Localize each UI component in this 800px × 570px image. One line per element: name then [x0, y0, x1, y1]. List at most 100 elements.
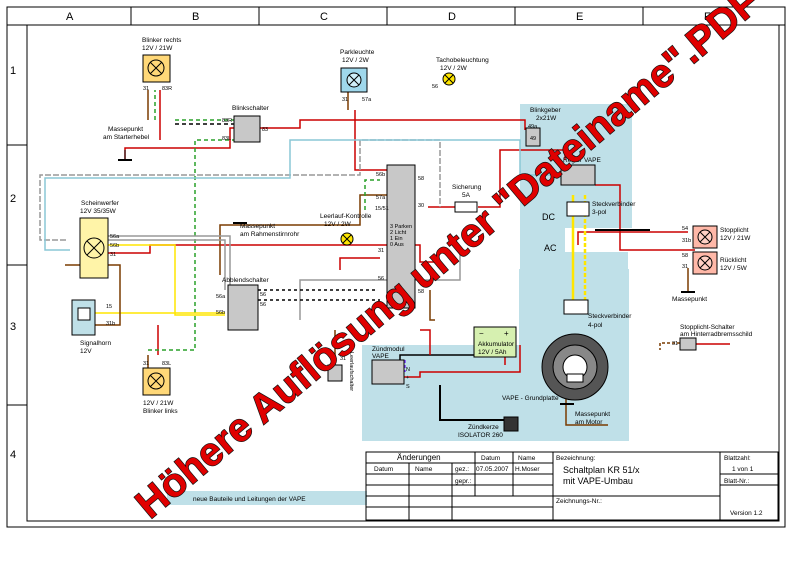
zuendmodul: Zündmodul VAPE N + S: [371, 346, 410, 390]
parkleuchte-label: Parkleuchte: [340, 49, 375, 56]
leerlaufschalter: 31 Leerlaufschalter: [327, 352, 354, 391]
tb-aenderungen: Änderungen: [397, 453, 441, 462]
tb-gez: gez.:: [455, 466, 469, 473]
scheinwerfer-label: Scheinwerfer: [81, 200, 120, 207]
column-label-e: E: [576, 11, 583, 23]
zuendmodul-n: N: [406, 367, 410, 373]
leerlaufschalter-label: Leerlaufschalter: [348, 352, 354, 391]
signalhorn-t2: 31b: [106, 321, 115, 327]
signalhorn-label: Signalhorn: [80, 340, 111, 347]
signalhorn: Signalhorn 12V 15 31b: [71, 299, 115, 355]
massepunkt-starter-label: Massepunkt: [108, 126, 143, 133]
blinkgeber-t1: 49a: [528, 124, 538, 130]
hs-t57a: 57a: [376, 195, 386, 201]
ruecklicht: Rücklicht 12V / 5W 58 31: [682, 251, 748, 275]
title-block-text: Änderungen Datum Name Datum Name gez.: 0…: [374, 453, 763, 517]
column-label-a: A: [66, 11, 74, 23]
ruecklicht-rating: 12V / 5W: [720, 265, 748, 272]
hs-t56b: 56b: [376, 172, 385, 178]
wiring: [39, 88, 730, 426]
massepunkt-rahmen: Massepunkt am Rahmenstirnrohr: [233, 222, 300, 238]
blinkgeber: Blinkgeber 2x21W 49a 49: [525, 107, 562, 147]
leerlaufschalter-t1: 31: [340, 356, 346, 362]
blinker-links-label: Blinker links: [143, 408, 178, 415]
steckverbinder-3pol: Steckverbinder 3-pol: [566, 201, 636, 217]
blinkschalter-t1: 83R: [222, 118, 232, 124]
zuendkerze: Zündkerze ISOLATOR 260: [458, 416, 519, 439]
massepunkt-rahmen-sub: am Rahmenstirnrohr: [240, 231, 300, 238]
legend: neue Bauteile und Leitungen der VAPE: [167, 491, 367, 505]
blinker-links-t2: 83L: [162, 361, 171, 367]
tb-zeichnungs-nr: Zeichnungs-Nr.:: [556, 498, 602, 505]
hs-t31: 31: [378, 248, 384, 254]
tb-name2: Name: [518, 455, 536, 462]
zuendmodul-sub: VAPE: [372, 353, 390, 360]
hs-t58: 58: [418, 176, 424, 182]
tb-gez-name: H.Moser: [515, 466, 540, 473]
blinker-rechts-t1: 31: [143, 86, 149, 92]
signalhorn-rating: 12V: [80, 348, 92, 355]
blinkgeber-label: Blinkgeber: [530, 107, 562, 114]
akku-label: Akkumulator: [478, 341, 515, 348]
regler-label: Regler VAPE: [563, 157, 601, 164]
column-label-f: F: [704, 11, 711, 23]
hs-note1: 3 Parken: [390, 224, 412, 230]
stopplicht-schalter: Stopplicht-Schalter am Hinterradbremssch…: [672, 324, 753, 351]
scheinwerfer-rating: 12V 35/35W: [80, 208, 117, 215]
massepunkt-motor: Massepunkt am Motor: [560, 403, 610, 426]
blinkschalter-label: Blinkschalter: [232, 105, 270, 112]
sls-sub: am Hinterradbremsschild: [680, 331, 753, 338]
blinkgeber-rating: 2x21W: [536, 115, 557, 122]
blinkschalter-t3: 83: [262, 127, 268, 133]
leerlauf-kontrolle: Leerlauf-Kontrolle 12V / 2W: [320, 213, 372, 246]
scheinwerfer: Scheinwerfer 12V 35/35W 56a 56b 31: [79, 200, 120, 279]
row-label-1: 1: [10, 65, 16, 77]
row-ruler: 1 2 3 4: [7, 65, 27, 461]
blinkgeber-t2: 49: [530, 136, 536, 142]
blinker-links: 31 83L 12V / 21W Blinker links: [142, 361, 178, 415]
tb-datum: Datum: [374, 466, 393, 473]
akku-minus: −: [479, 329, 484, 338]
massepunkt-motor-sub: am Motor: [575, 419, 603, 426]
tacho-t1: 56: [432, 84, 438, 90]
abblend-t4: 56: [260, 302, 266, 308]
tb-datum2: Datum: [481, 455, 500, 462]
abblend-t3: 56: [260, 292, 266, 298]
zuendmodul-label: Zündmodul: [372, 346, 405, 353]
abblend-label: Abblendschalter: [222, 277, 269, 284]
stv3-label: Steckverbinder: [592, 201, 636, 208]
hs-note3: 1 Ein: [390, 236, 403, 242]
legend-text: neue Bauteile und Leitungen der VAPE: [193, 496, 306, 503]
zuendkerze-label: Zündkerze: [468, 424, 499, 431]
parkleuchte-t1: 31: [342, 97, 348, 103]
hs-note4: 0 Aus: [390, 242, 404, 248]
massepunkt-starter-sub: am Starterhebel: [103, 134, 150, 141]
tb-bezeichnung: Bezeichnung:: [556, 455, 596, 462]
blinker-rechts: Blinker rechts 12V / 21W 31 83R: [142, 37, 182, 92]
steckverbinder-4pol: Steckverbinder 4-pol: [563, 299, 632, 329]
stv3-sub: 3-pol: [592, 209, 607, 216]
sls-label: Stopplicht-Schalter: [680, 324, 735, 331]
abblend-t2: 56b: [216, 310, 225, 316]
sls-t1: 31: [672, 341, 678, 347]
hs-t15: 15/51: [375, 206, 389, 212]
column-label-d: D: [448, 11, 456, 23]
ruecklicht-t1: 58: [682, 253, 688, 259]
leerlauf-rating: 12V / 2W: [324, 221, 352, 228]
akku-rating: 12V / 5Ah: [478, 349, 507, 356]
regler-vape: Regler VAPE DC AC: [542, 157, 601, 253]
blinker-links-t1: 31: [143, 361, 149, 367]
tacho-label: Tachobeleuchtung: [436, 57, 489, 64]
stopplicht-rating: 12V / 21W: [720, 235, 751, 242]
tb-titel2: mit VAPE-Umbau: [563, 476, 633, 486]
title-block: [365, 451, 779, 521]
massepunkt-f-label: Massepunkt: [672, 296, 707, 303]
massepunkt-rahmen-label: Massepunkt: [240, 223, 275, 230]
tacho-rating: 12V / 2W: [440, 65, 468, 72]
abblendschalter: Abblendschalter 56a 56b 56 56: [216, 277, 269, 331]
blinker-rechts-rating: 12V / 21W: [142, 45, 173, 52]
hauptschalter: 58 56b 57a 15/51 30 31 56 58 3 Parken 2 …: [375, 164, 424, 309]
blinkschalter-t2: 83L: [222, 136, 231, 142]
